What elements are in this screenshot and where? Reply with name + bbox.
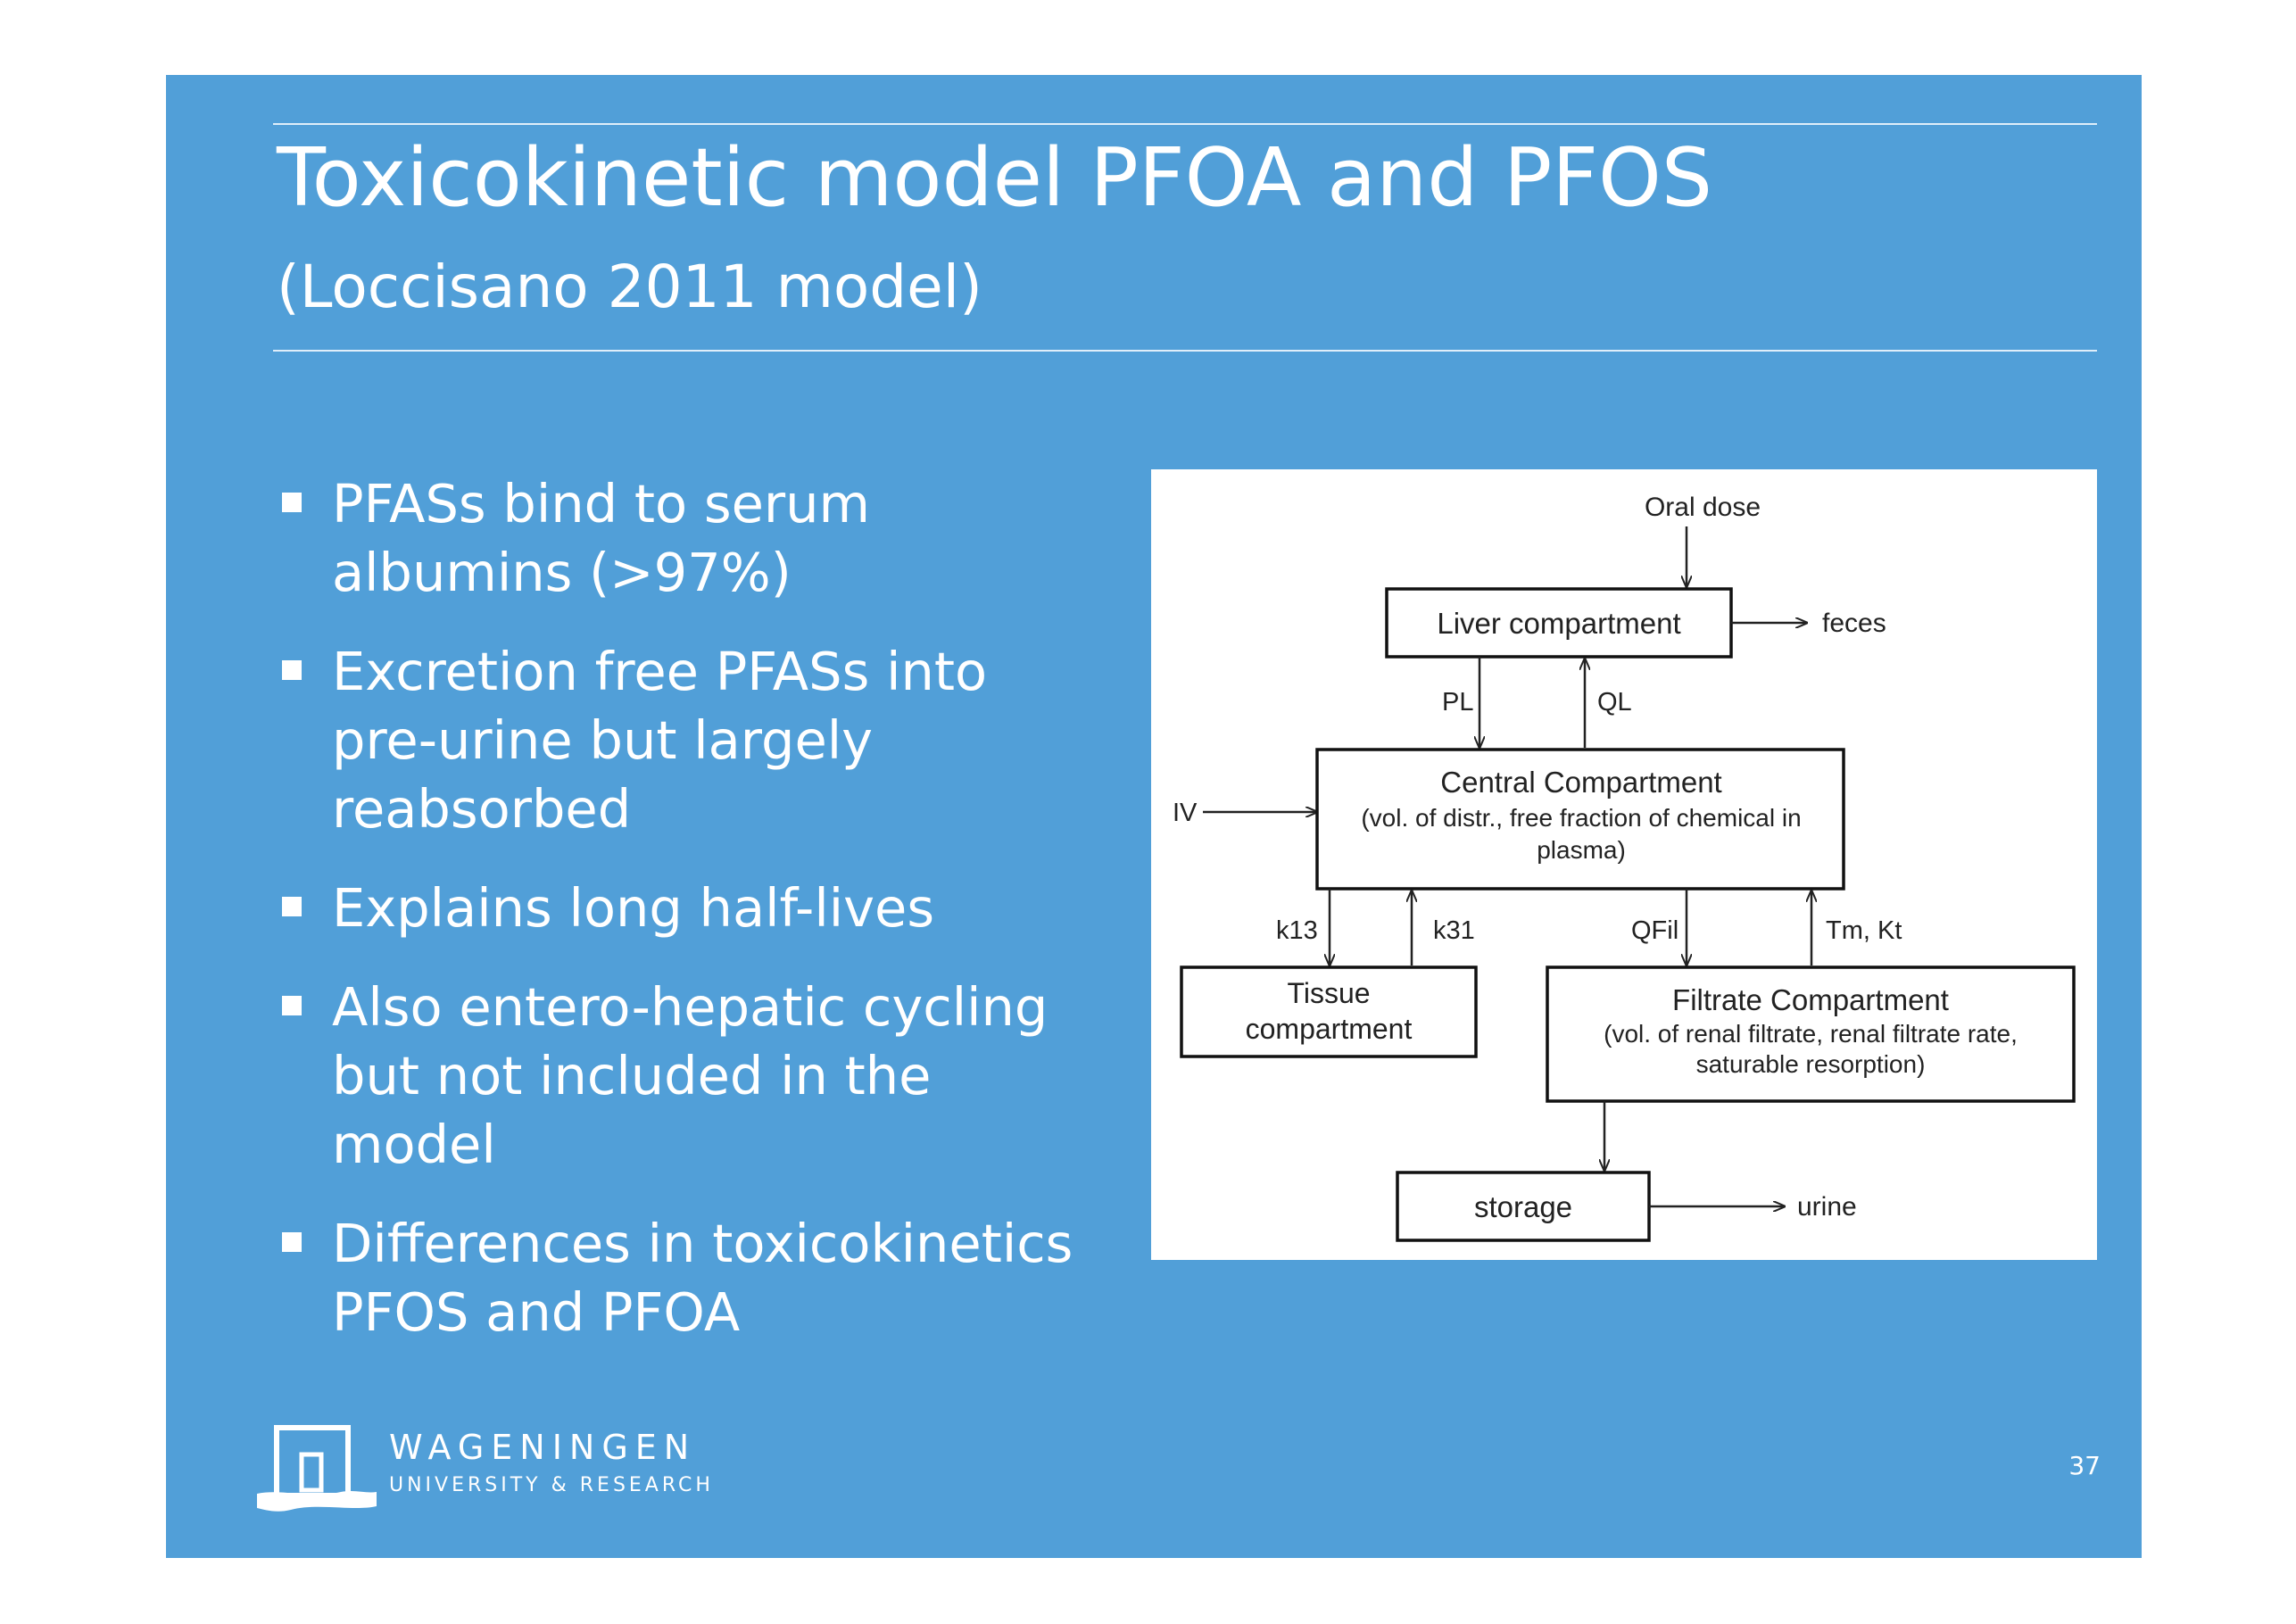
central-compartment-desc-1: (vol. of distr., free fraction of chemic… xyxy=(1361,804,1801,832)
bullet-list: PFASs bind to serum albumins (>97%) Excr… xyxy=(282,469,1264,1377)
model-diagram: Oral dose Liver compartment feces PL QL … xyxy=(1151,469,2097,1260)
feces-label: feces xyxy=(1822,609,1886,638)
bullet-square-icon xyxy=(282,493,302,512)
central-compartment-title: Central Compartment xyxy=(1440,766,1721,799)
bullet-item: Explains long half-lives xyxy=(282,874,1264,942)
bullet-square-icon xyxy=(282,1232,302,1252)
filtrate-compartment-desc-2: saturable resorption) xyxy=(1696,1050,1926,1078)
logo-name: WAGENINGEN xyxy=(389,1428,697,1467)
bullet-item: Excretion free PFASs into pre-urine but … xyxy=(282,637,1264,843)
filtrate-compartment-title: Filtrate Compartment xyxy=(1672,983,1949,1016)
urine-label: urine xyxy=(1797,1192,1857,1222)
title-bottom-rule xyxy=(273,350,2097,352)
slide-subtitle: (Loccisano 2011 model) xyxy=(277,253,982,321)
liver-compartment-label: Liver compartment xyxy=(1437,607,1680,640)
bullet-item: Differences in toxicokinetics PFOS and P… xyxy=(282,1209,1264,1346)
wageningen-logo: WAGENINGEN UNIVERSITY & RESEARCH xyxy=(255,1422,737,1520)
filtrate-compartment-box xyxy=(1546,965,2076,1103)
k13-label: k13 xyxy=(1276,916,1318,945)
bullet-item: Also entero-hepatic cycling but not incl… xyxy=(282,973,1264,1179)
oral-dose-label: Oral dose xyxy=(1645,493,1761,522)
filtrate-compartment-desc-1: (vol. of renal filtrate, renal filtrate … xyxy=(1604,1020,2018,1048)
iv-label: IV xyxy=(1173,799,1198,827)
k31-label: k31 xyxy=(1433,916,1475,945)
logo-subtitle: UNIVERSITY & RESEARCH xyxy=(389,1474,714,1496)
ql-label: QL xyxy=(1597,688,1632,717)
central-compartment-desc-2: plasma) xyxy=(1537,836,1626,864)
page-number: 37 xyxy=(2068,1451,2101,1480)
storage-label: storage xyxy=(1474,1190,1572,1223)
tissue-compartment-box xyxy=(1180,965,1478,1058)
qfil-label: QFil xyxy=(1631,916,1678,945)
storage-box xyxy=(1396,1171,1651,1242)
pl-label: PL xyxy=(1442,688,1473,717)
central-compartment-box xyxy=(1315,748,1845,891)
tissue-compartment-label-1: Tissue xyxy=(1287,977,1370,1009)
tm-kt-label: Tm, Kt xyxy=(1826,916,1902,945)
bullet-square-icon xyxy=(282,660,302,680)
bullet-item: PFASs bind to serum albumins (>97%) xyxy=(282,469,1264,607)
bullet-square-icon xyxy=(282,996,302,1015)
tissue-compartment-label-2: compartment xyxy=(1246,1013,1413,1045)
slide-title: Toxicokinetic model PFOA and PFOS xyxy=(277,131,1712,225)
wageningen-gate-icon xyxy=(257,1425,377,1512)
bullet-square-icon xyxy=(282,897,302,916)
slide: Toxicokinetic model PFOA and PFOS (Locci… xyxy=(166,75,2142,1558)
title-top-rule xyxy=(273,123,2097,125)
